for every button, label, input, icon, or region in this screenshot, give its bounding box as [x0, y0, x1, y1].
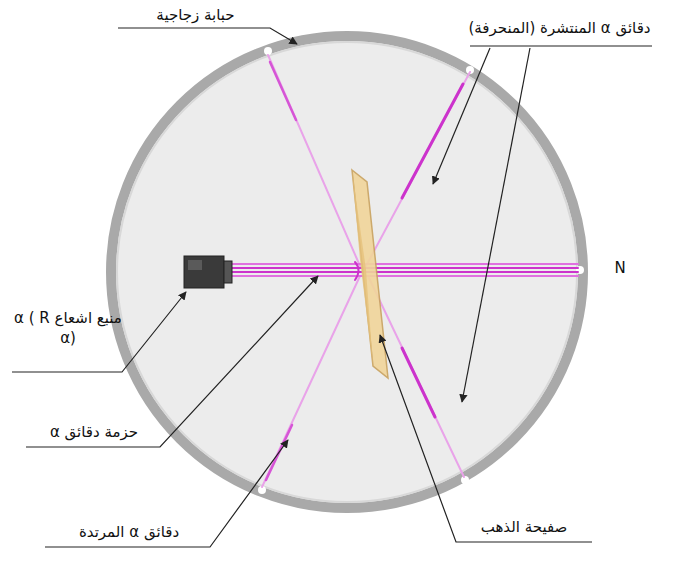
source-label: منبع اشعاع α ( R α): [12, 308, 124, 349]
reflected-label: دقائق α المرتدة: [45, 522, 213, 542]
foil-label: صفيحة الذهب: [455, 517, 593, 537]
alpha-tracks: [228, 55, 578, 487]
leader-lines: [12, 28, 652, 547]
gold-foil: [352, 170, 388, 378]
alpha-source: [184, 256, 232, 288]
beam-label: حزمة دقائق α: [26, 422, 162, 442]
detector-label: N: [605, 258, 635, 278]
scattered-label: دقائق α المنتشرة (المنحرفة): [452, 18, 667, 38]
bulb-label: حبابة زجاجية: [118, 5, 273, 25]
glass-bulb: [111, 36, 584, 508]
